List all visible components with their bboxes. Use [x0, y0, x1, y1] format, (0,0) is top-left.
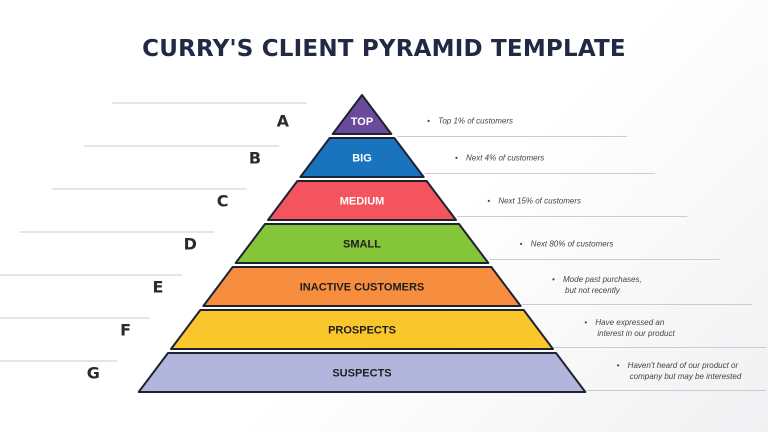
tier-label: TOP [351, 116, 373, 128]
tier-label: SUSPECTS [332, 368, 391, 380]
tier-description: Next 15% of customers [498, 197, 581, 206]
tier-small: SMALL D • Next 80% of customers [19, 223, 720, 264]
tier-letter: D [184, 235, 197, 254]
tier-top: TOP A • Top 1% of customers [111, 94, 628, 137]
tier-letter: A [277, 112, 290, 131]
tier-shape [137, 352, 587, 393]
tier-description: interest in our product [597, 329, 675, 338]
tier-suspects: SUSPECTS G • Haven't heard of our product o… [0, 352, 766, 393]
tier-description: Have expressed an [595, 318, 664, 327]
tier-label: MEDIUM [340, 196, 385, 208]
tier-shape [169, 309, 555, 350]
tier-shape [299, 137, 425, 178]
tier-description: Mode past purchases, [563, 275, 642, 284]
bullet-icon: • [455, 154, 458, 163]
tier-letter: C [217, 192, 229, 211]
tier-prospects: PROSPECTS F • Have expressed an interest in … [0, 309, 766, 350]
tier-shape [234, 223, 490, 264]
bullet-icon: • [427, 117, 430, 126]
tier-shape [267, 180, 457, 221]
tier-description: Next 80% of customers [531, 240, 614, 249]
bullet-icon: • [584, 318, 587, 327]
bullet-icon: • [520, 240, 523, 249]
tier-letter: G [87, 364, 100, 383]
tier-label: PROSPECTS [328, 325, 396, 337]
tier-description: but not recently [565, 286, 621, 295]
tier-description: company but may be interested [630, 372, 742, 381]
tier-description: Haven't heard of our product or [628, 361, 739, 370]
tier-label: SMALL [343, 239, 381, 251]
tier-letter: E [153, 278, 164, 297]
tier-medium: MEDIUM C • Next 15% of customers [51, 180, 688, 221]
tier-description: Top 1% of customers [438, 117, 513, 126]
tier-label: INACTIVE CUSTOMERS [300, 282, 424, 294]
bullet-icon: • [617, 361, 620, 370]
page-title: CURRY'S CLIENT PYRAMID TEMPLATE [142, 36, 626, 62]
tier-letter: B [249, 149, 261, 168]
tier-big: BIG B • Next 4% of customers [84, 137, 655, 178]
tier-inactive-customers: INACTIVE CUSTOMERS E • Mode past purchases,… [0, 266, 753, 307]
tier-label: BIG [352, 153, 372, 165]
tier-letter: F [120, 321, 131, 340]
bullet-icon: • [487, 197, 490, 206]
bullet-icon: • [552, 275, 555, 284]
tier-shape [331, 94, 393, 135]
tier-shape [202, 266, 522, 307]
tier-description: Next 4% of customers [466, 154, 544, 163]
